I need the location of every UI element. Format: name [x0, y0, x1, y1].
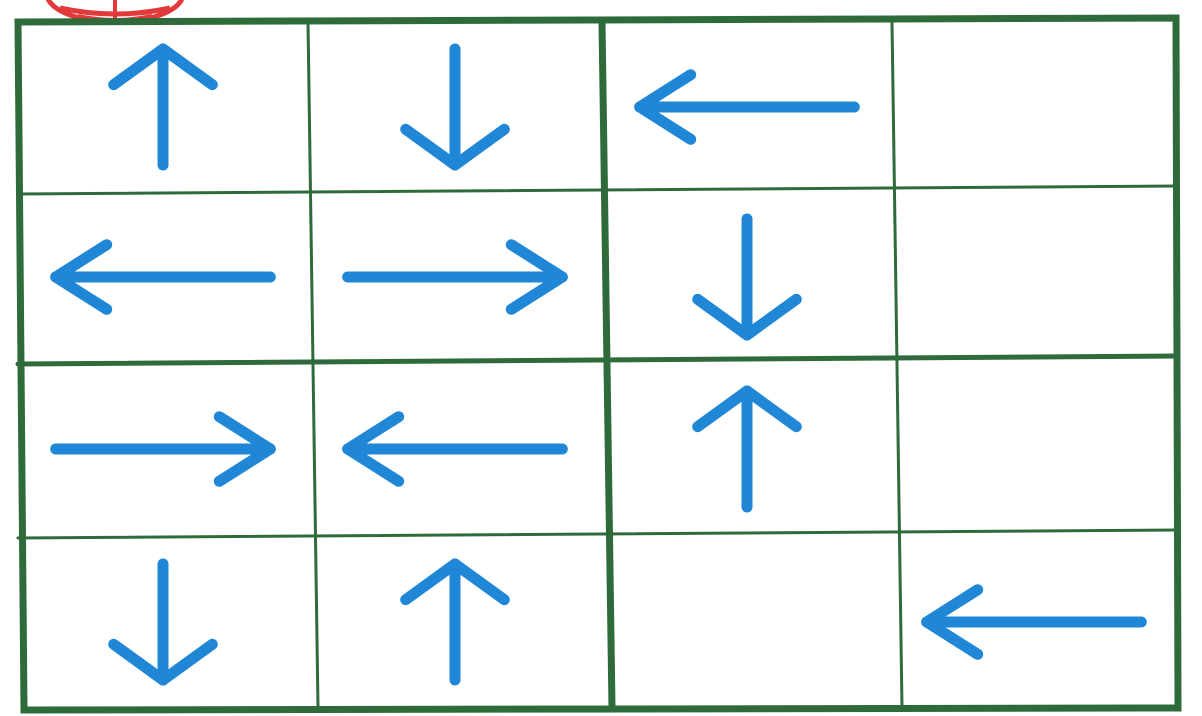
cell-r1-c4[interactable]: [892, 22, 1176, 192]
cell-r4-c3[interactable]: [602, 536, 892, 708]
cell-r2-c4[interactable]: [892, 192, 1176, 362]
cell-r3-c4[interactable]: [892, 362, 1176, 536]
